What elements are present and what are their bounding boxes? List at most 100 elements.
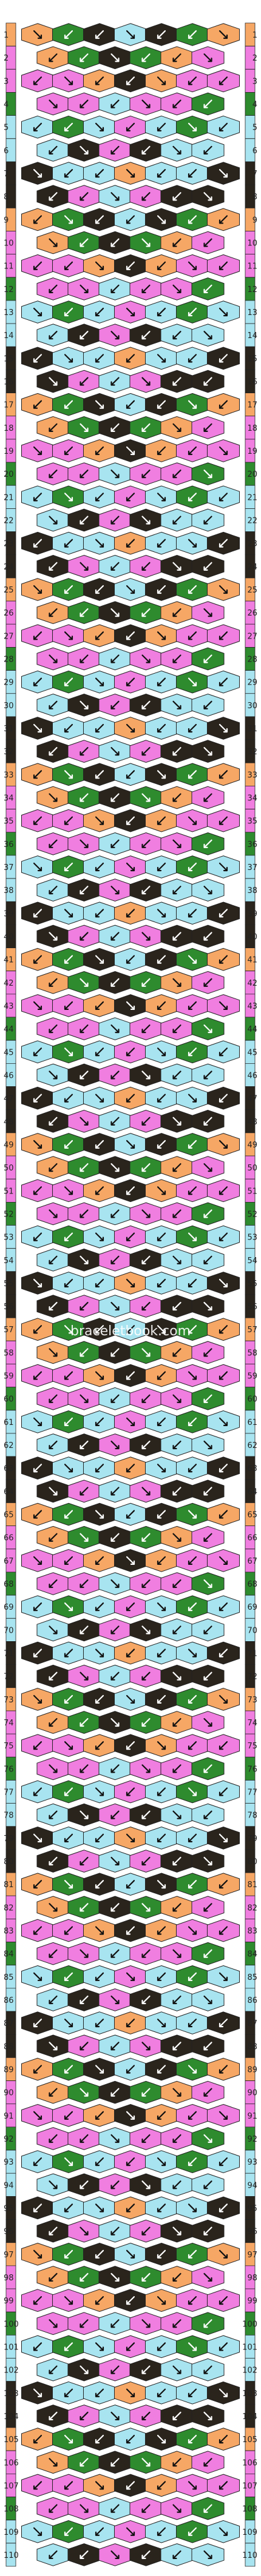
knot [114, 2428, 147, 2451]
knot [98, 554, 132, 578]
row-number-right: 41 [247, 956, 257, 965]
knot [206, 531, 240, 555]
knot [144, 1133, 178, 1156]
knot [206, 2057, 240, 2081]
knot [52, 1272, 86, 1295]
knot-arrow-icon [172, 2088, 181, 2097]
knot-arrow-icon [219, 1186, 228, 1195]
knot [52, 23, 86, 46]
knot [206, 300, 240, 324]
knot [206, 1780, 240, 1804]
knot [36, 462, 70, 486]
row-number-left: 81 [4, 1881, 14, 1890]
knot [83, 1086, 117, 1110]
knot [160, 693, 194, 717]
knot-arrow-icon [219, 1695, 228, 1704]
knot-arrow-icon [157, 1741, 166, 1750]
knot-arrow-icon [64, 76, 73, 85]
knot-arrow-icon [95, 1510, 104, 1519]
knot [114, 1595, 147, 1619]
knot [160, 2451, 194, 2474]
knot-arrow-icon [64, 862, 73, 872]
row-number-left: 11 [4, 262, 14, 271]
knot [52, 1780, 86, 1804]
row-number-left: 109 [4, 2528, 19, 2537]
knot-arrow-icon [95, 2388, 104, 2397]
knot [129, 139, 163, 162]
knot [191, 2034, 225, 2058]
knot [83, 393, 117, 416]
row-number-right: 78 [247, 1811, 257, 1821]
knot-arrow-icon [219, 2481, 228, 2490]
knot-arrow-icon [110, 562, 120, 571]
row-number-right: 86 [247, 1996, 257, 2005]
knot [36, 2312, 70, 2335]
knot [191, 1664, 225, 1688]
knot [129, 1664, 163, 1688]
knot [83, 23, 117, 46]
knot [129, 601, 163, 625]
knot [129, 1433, 163, 1456]
row-number-left: 30 [4, 702, 14, 711]
knot [67, 1341, 101, 1364]
knot [67, 647, 101, 671]
row-number-left: 97 [4, 2251, 14, 2260]
knot-arrow-icon [110, 2272, 120, 2282]
row-number-right: 18 [247, 424, 257, 433]
knot [98, 2358, 132, 2382]
knot [144, 300, 178, 324]
knot-arrow-icon [172, 1348, 181, 1357]
knot [129, 508, 163, 532]
knot-arrow-icon [203, 1024, 212, 1034]
knot-arrow-icon [110, 608, 120, 617]
knot-arrow-icon [64, 261, 73, 270]
knot [98, 2451, 132, 2474]
knot [114, 1272, 147, 1295]
knot [52, 1641, 86, 1665]
knot-arrow-icon [172, 2411, 181, 2421]
knot [114, 2289, 147, 2312]
row-number-right: 82 [247, 1904, 257, 1913]
knot [21, 624, 55, 648]
knot-arrow-icon [172, 145, 181, 154]
knot [36, 2034, 70, 2058]
knot [98, 601, 132, 625]
knot-arrow-icon [203, 839, 212, 848]
knot [67, 2405, 101, 2428]
knot-arrow-icon [172, 1810, 181, 1819]
knot-arrow-icon [141, 284, 151, 293]
knot-arrow-icon [157, 2111, 166, 2120]
knot-arrow-icon [157, 493, 166, 502]
knot-arrow-icon [188, 1001, 197, 1011]
knot-arrow-icon [157, 2527, 166, 2536]
knot [67, 2080, 101, 2104]
knot-arrow-icon [141, 700, 151, 709]
row-number-left: 78 [4, 1811, 14, 1821]
row-number-right: 80 [247, 1857, 257, 1867]
knot-arrow-icon [110, 1579, 120, 1588]
knot [98, 1803, 132, 1827]
knot [67, 1711, 101, 1734]
row-number-right: 57 [247, 1326, 257, 1335]
knot [129, 2543, 163, 2566]
knot [191, 508, 225, 532]
knot [206, 624, 240, 648]
knot-arrow-icon [95, 631, 104, 640]
knot-arrow-icon [188, 770, 197, 779]
knot-arrow-icon [219, 1417, 228, 1426]
row-number-right: 93 [247, 2158, 257, 2167]
knot-arrow-icon [95, 2296, 104, 2305]
row-number-left: 88 [4, 2042, 14, 2051]
knot [175, 1040, 209, 1064]
knot-arrow-icon [49, 284, 58, 293]
row-number-right: 46 [247, 1071, 257, 1080]
knot [21, 2242, 55, 2266]
knot-arrow-icon [64, 1371, 73, 1380]
knot [206, 393, 240, 416]
knot-arrow-icon [80, 2042, 89, 2051]
knot [67, 1109, 101, 1133]
knot [67, 1618, 101, 1642]
knot-arrow-icon [172, 1301, 181, 1311]
knot [83, 208, 117, 231]
right-edge-strand [245, 2543, 256, 2567]
